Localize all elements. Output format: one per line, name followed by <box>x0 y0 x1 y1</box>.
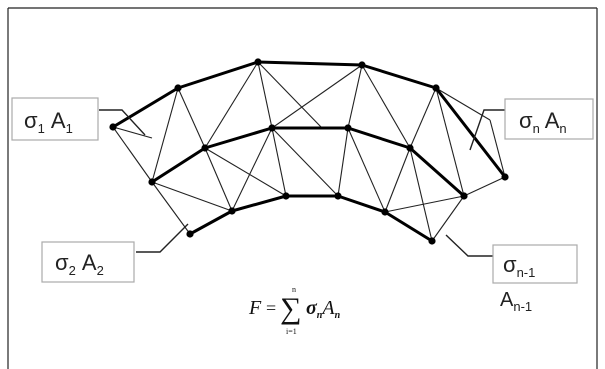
middle-chord <box>151 126 465 198</box>
formula-upper-limit: n <box>292 285 296 294</box>
svg-text:σn-1: σn-1 <box>503 252 535 280</box>
bottom-chord <box>189 194 433 243</box>
svg-text:σnAn: σnAn <box>306 297 341 321</box>
top-chord <box>112 60 507 178</box>
label-sigman1-an1: σn-1 An-1 <box>492 244 578 314</box>
label-sigman-an: σn An <box>504 98 594 140</box>
formula-term-a-sub: n <box>335 310 341 321</box>
formula-lhs: F <box>248 297 262 319</box>
formula-term-sigma-sub: n <box>317 310 323 321</box>
leader-label-n1 <box>445 234 493 257</box>
force-formula: F = ∑ n i=1 σnAn <box>248 285 341 336</box>
leader-label-1 <box>99 109 146 136</box>
formula-term-a: A <box>320 297 335 319</box>
svg-text:An-1: An-1 <box>500 289 532 314</box>
formula-term-sigma: σ <box>306 297 318 319</box>
svg-text:σ1 A1: σ1 A1 <box>24 108 73 136</box>
label-sigma2-a2: σ2 A2 <box>41 241 135 283</box>
label-sigma1-a1: σ1 A1 <box>11 97 99 141</box>
svg-text:σn An: σn An <box>519 108 567 136</box>
svg-text:σ2 A2: σ2 A2 <box>55 250 104 278</box>
formula-equals: = <box>266 298 276 318</box>
leader-label-n <box>469 109 505 151</box>
leader-label-2 <box>136 223 189 253</box>
formula-sigma-symbol: ∑ <box>280 292 301 325</box>
formula-lower-limit: i=1 <box>286 327 297 336</box>
truss-nodes <box>109 58 509 245</box>
thin-members <box>112 61 506 242</box>
